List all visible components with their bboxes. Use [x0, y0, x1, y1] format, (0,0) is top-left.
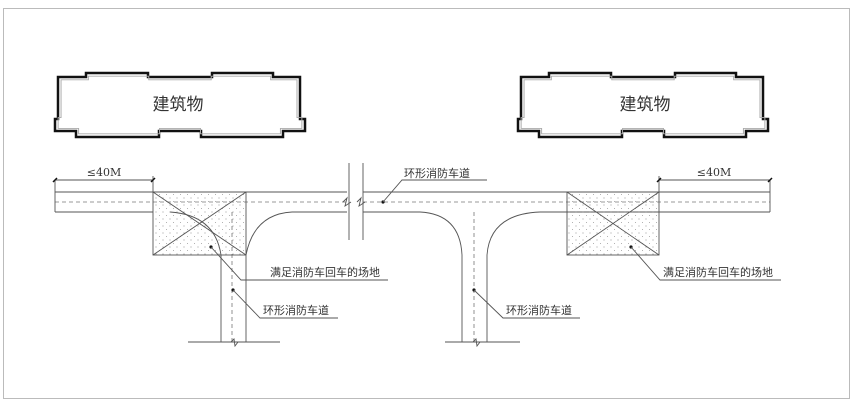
dimension-left: ≤40M — [52, 166, 156, 192]
turnaround-area-right — [566, 191, 660, 256]
leader-ring-road-left: 环形消防车道 — [231, 288, 338, 319]
branch-road-center — [419, 211, 541, 348]
building-left: 建筑物 — [53, 71, 307, 139]
leader-ring-road-top: 环形消防车道 — [381, 166, 487, 204]
building-label: 建筑物 — [620, 95, 671, 115]
leader-turnaround-right: 满足消防车回车的场地 — [629, 245, 781, 281]
ring-road-label: 环形消防车道 — [404, 166, 470, 180]
leader-ring-road-center: 环形消防车道 — [472, 288, 580, 319]
leader-turnaround-left: 满足消防车回车的场地 — [209, 245, 388, 281]
ring-road-label: 环形消防车道 — [263, 303, 329, 317]
frame-border — [3, 8, 850, 399]
building-right: 建筑物 — [516, 71, 770, 139]
dimension-label: ≤40M — [697, 166, 731, 179]
dimension-label: ≤40M — [87, 166, 121, 179]
turnaround-label: 满足消防车回车的场地 — [663, 265, 773, 279]
ring-road-label: 环形消防车道 — [506, 303, 572, 317]
turnaround-label: 满足消防车回车的场地 — [270, 265, 380, 279]
turnaround-area-left — [152, 191, 247, 256]
dimension-right: ≤40M — [656, 166, 773, 192]
building-label: 建筑物 — [153, 95, 204, 115]
